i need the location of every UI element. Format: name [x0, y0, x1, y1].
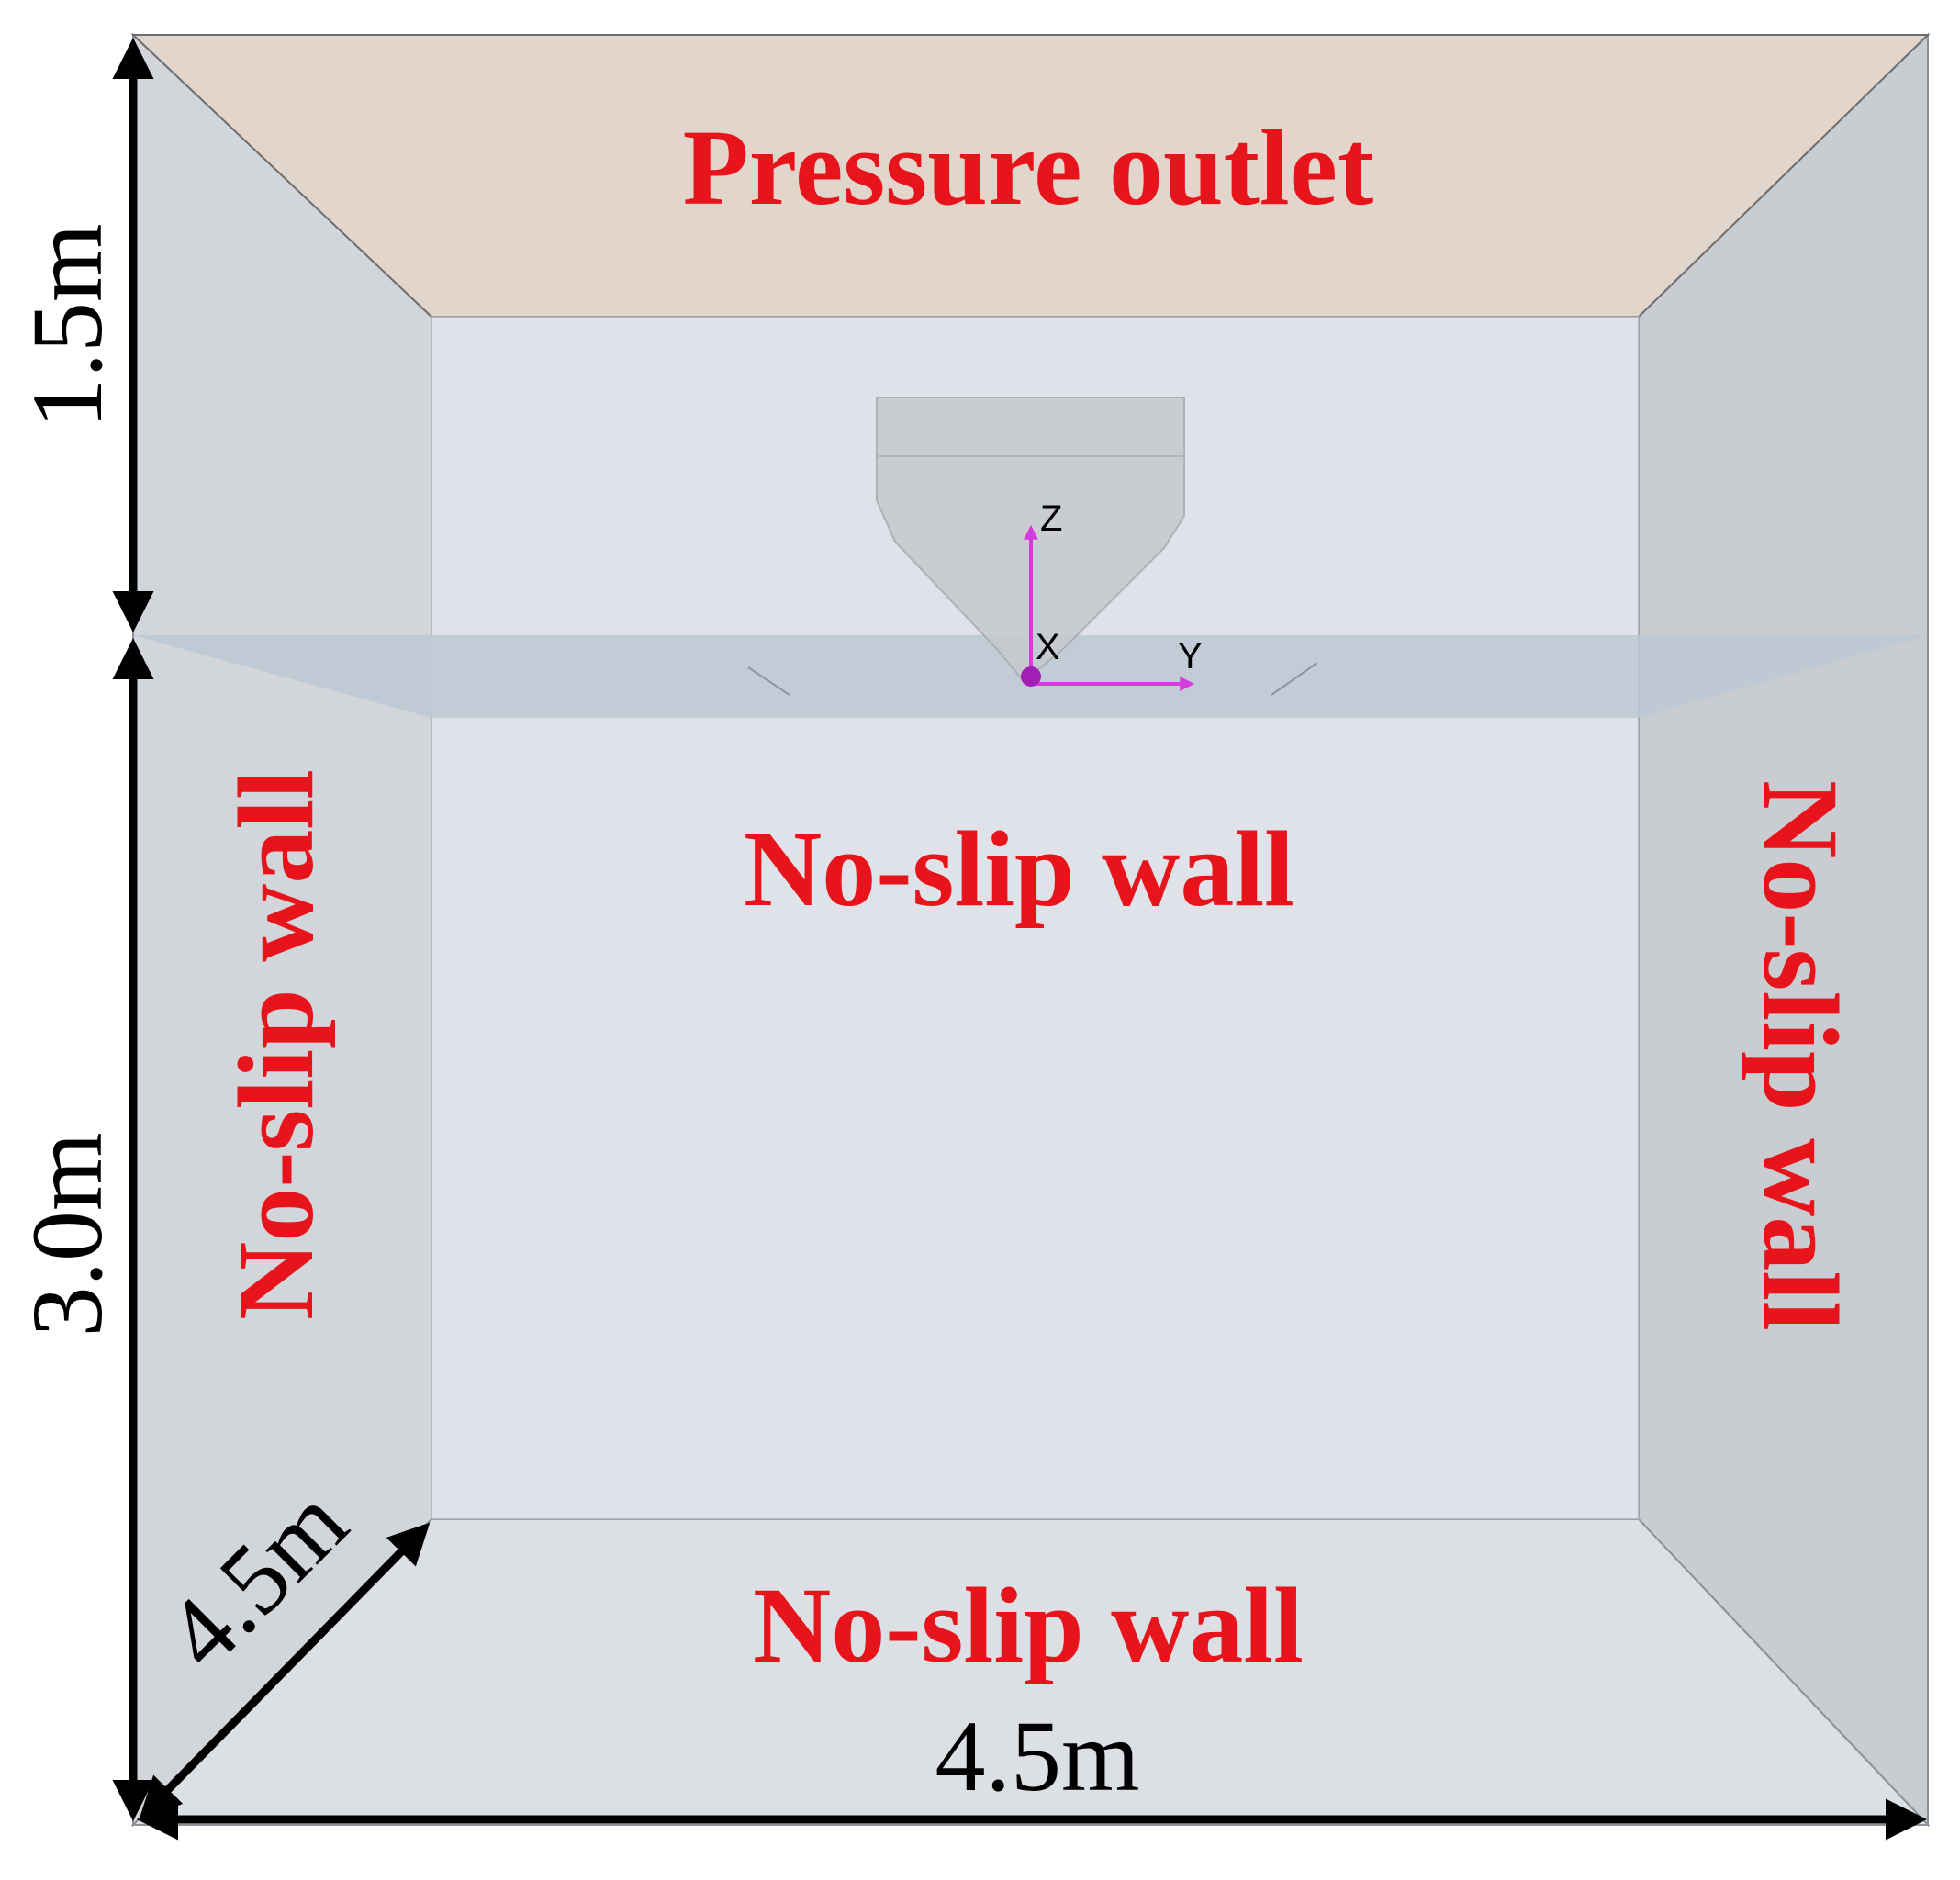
y-axis-label: Y	[1178, 636, 1203, 677]
coordinate-triad: Z X Y	[1021, 498, 1203, 691]
free-surface-edge-left	[747, 666, 790, 696]
free-surface-edge-right	[1271, 662, 1318, 696]
lower-height-label: 3.0m	[11, 1132, 123, 1337]
x-axis-label: X	[1036, 627, 1060, 667]
right-wall-label: No-slip wall	[1741, 780, 1861, 1331]
z-axis-label: Z	[1040, 498, 1062, 539]
pressure-outlet-label: Pressure outlet	[683, 107, 1374, 228]
depth-arrow	[139, 1522, 431, 1819]
upper-height-label: 1.5m	[11, 223, 123, 428]
width-label: 4.5m	[935, 1700, 1139, 1812]
left-wall-label: No-slip wall	[216, 769, 336, 1320]
back-wall-label: No-slip wall	[744, 809, 1294, 929]
bottom-wall-label: No-slip wall	[753, 1565, 1304, 1685]
origin-point	[1021, 666, 1041, 687]
